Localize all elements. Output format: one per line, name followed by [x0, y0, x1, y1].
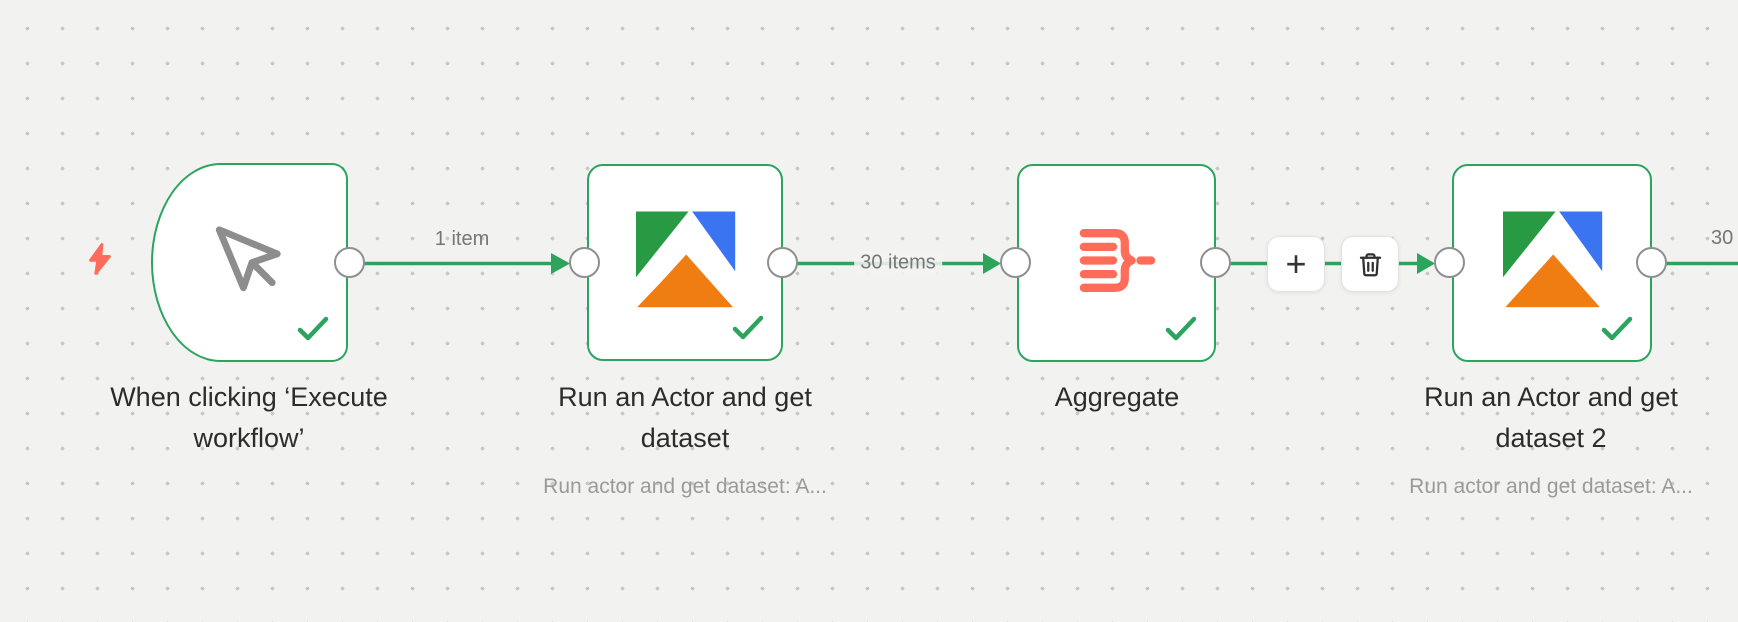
success-checkmark-icon	[1164, 315, 1198, 347]
edge-label: 1 item	[434, 228, 490, 250]
connection-edge[interactable]	[1216, 253, 1435, 274]
success-checkmark-icon	[296, 315, 330, 347]
node-title: Aggregate	[1054, 382, 1180, 412]
node-subtitle: Run actor and get dataset: A...	[1409, 475, 1693, 498]
lightning-bolt-icon	[85, 242, 115, 281]
success-checkmark-icon	[731, 314, 765, 346]
node-title: When clicking ‘Execute workflow’	[110, 382, 388, 453]
output-connector[interactable]	[767, 247, 798, 278]
aggregate-icon	[1078, 228, 1156, 299]
output-connector[interactable]	[334, 247, 365, 278]
connection-edge[interactable]	[350, 253, 570, 274]
node-subtitle: Run actor and get dataset: A...	[543, 475, 827, 498]
node-title: Run an Actor and get dataset	[558, 382, 812, 453]
add-node-button[interactable]: +	[1267, 236, 1325, 292]
node-aggregate[interactable]	[1017, 164, 1216, 362]
input-connector[interactable]	[569, 247, 600, 278]
input-connector[interactable]	[1000, 247, 1031, 278]
node-run-actor-and-get-dataset-2[interactable]	[1452, 164, 1652, 362]
output-connector[interactable]	[1636, 247, 1667, 278]
output-connector[interactable]	[1200, 247, 1231, 278]
edge-label: 30 items	[1711, 227, 1738, 249]
edge-label: 30 items	[854, 250, 942, 276]
node-when-clicking-execute-workflow[interactable]	[151, 163, 348, 362]
input-connector[interactable]	[1434, 247, 1465, 278]
apify-logo-icon	[1502, 211, 1603, 315]
trash-icon	[1357, 251, 1384, 278]
node-title: Run an Actor and get dataset 2	[1424, 382, 1678, 453]
mouse-pointer-icon	[209, 219, 291, 306]
delete-connection-button[interactable]	[1341, 236, 1399, 292]
node-run-actor-and-get-dataset[interactable]	[587, 164, 783, 361]
success-checkmark-icon	[1600, 315, 1634, 347]
apify-logo-icon	[635, 211, 736, 314]
